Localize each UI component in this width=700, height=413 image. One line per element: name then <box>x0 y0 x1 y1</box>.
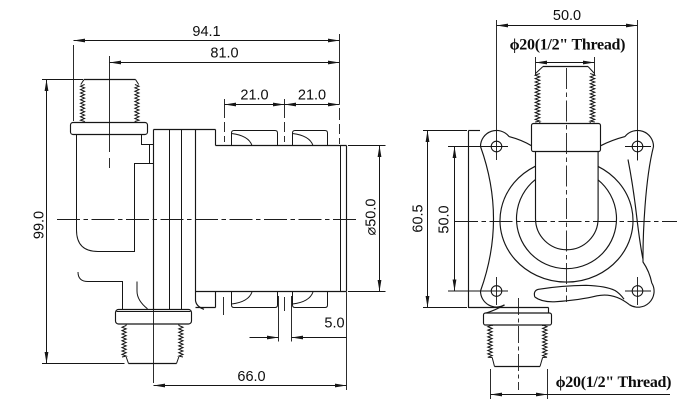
svg-text:50.0: 50.0 <box>553 8 581 24</box>
svg-text:⌀50.0: ⌀50.0 <box>364 199 380 236</box>
svg-text:60.5: 60.5 <box>411 204 427 232</box>
svg-text:66.0: 66.0 <box>237 369 265 385</box>
svg-text:ϕ20(1/2" Thread): ϕ20(1/2" Thread) <box>510 37 626 54</box>
svg-text:81.0: 81.0 <box>210 46 238 62</box>
svg-text:21.0: 21.0 <box>240 88 268 104</box>
svg-text:21.0: 21.0 <box>298 88 326 104</box>
svg-text:50.0: 50.0 <box>437 205 453 233</box>
svg-text:99.0: 99.0 <box>32 211 48 239</box>
svg-text:ϕ20(1/2" Thread): ϕ20(1/2" Thread) <box>556 374 672 391</box>
svg-text:5.0: 5.0 <box>324 316 344 332</box>
svg-text:94.1: 94.1 <box>192 24 220 40</box>
